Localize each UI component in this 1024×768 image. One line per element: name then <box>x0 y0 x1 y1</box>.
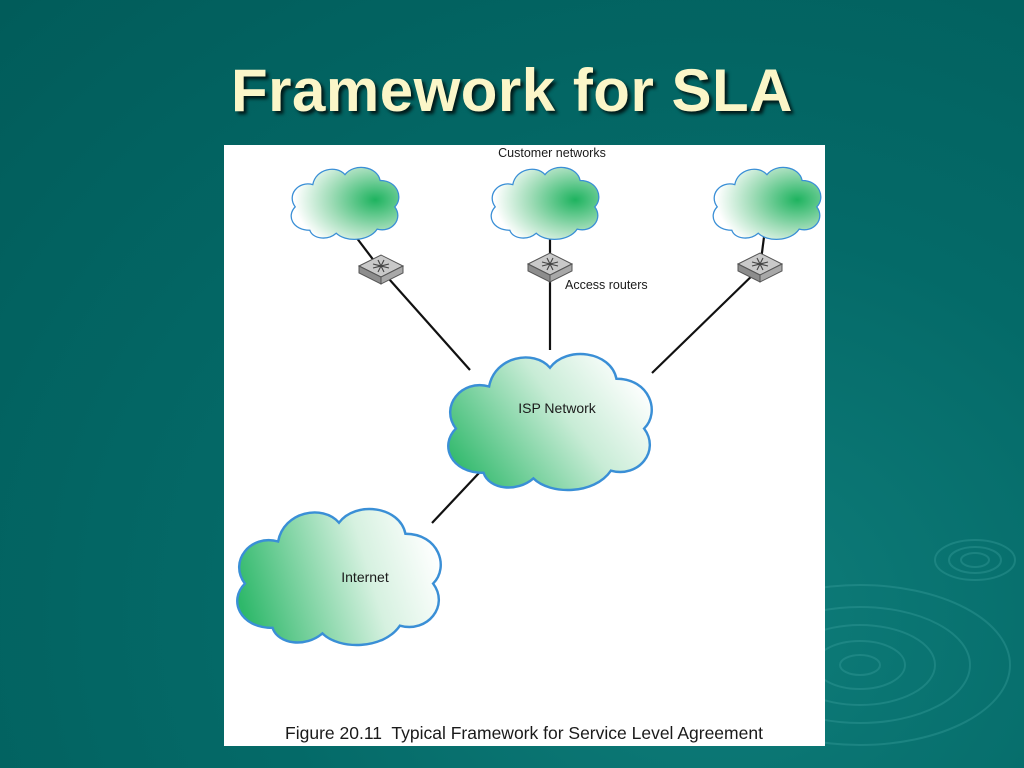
link-isp-internet <box>431 472 480 524</box>
internet-label: Internet <box>341 569 389 585</box>
customer-network-cloud-middle <box>490 166 600 241</box>
isp-network-label: ISP Network <box>518 400 597 416</box>
link-router-left-isp <box>380 269 471 371</box>
slide-title: Framework for SLA <box>231 57 793 124</box>
isp-network-cloud <box>446 352 654 492</box>
figure-caption: Figure 20.11 Typical Framework for Servi… <box>285 723 763 743</box>
sla-diagram: Customer networks Access routers ISP Net… <box>224 145 825 746</box>
access-router-icon-middle <box>526 252 574 283</box>
customer-network-cloud-left <box>290 166 400 241</box>
customer-networks-label: Customer networks <box>498 146 606 160</box>
link-router-right-isp <box>651 267 761 374</box>
customer-network-cloud-right <box>712 166 822 241</box>
internet-cloud <box>235 507 443 647</box>
access-router-icon-right <box>736 252 784 283</box>
sla-diagram-canvas: Customer networks Access routers ISP Net… <box>235 146 822 743</box>
access-routers-label: Access routers <box>565 278 648 292</box>
access-router-icon-left <box>357 254 405 285</box>
